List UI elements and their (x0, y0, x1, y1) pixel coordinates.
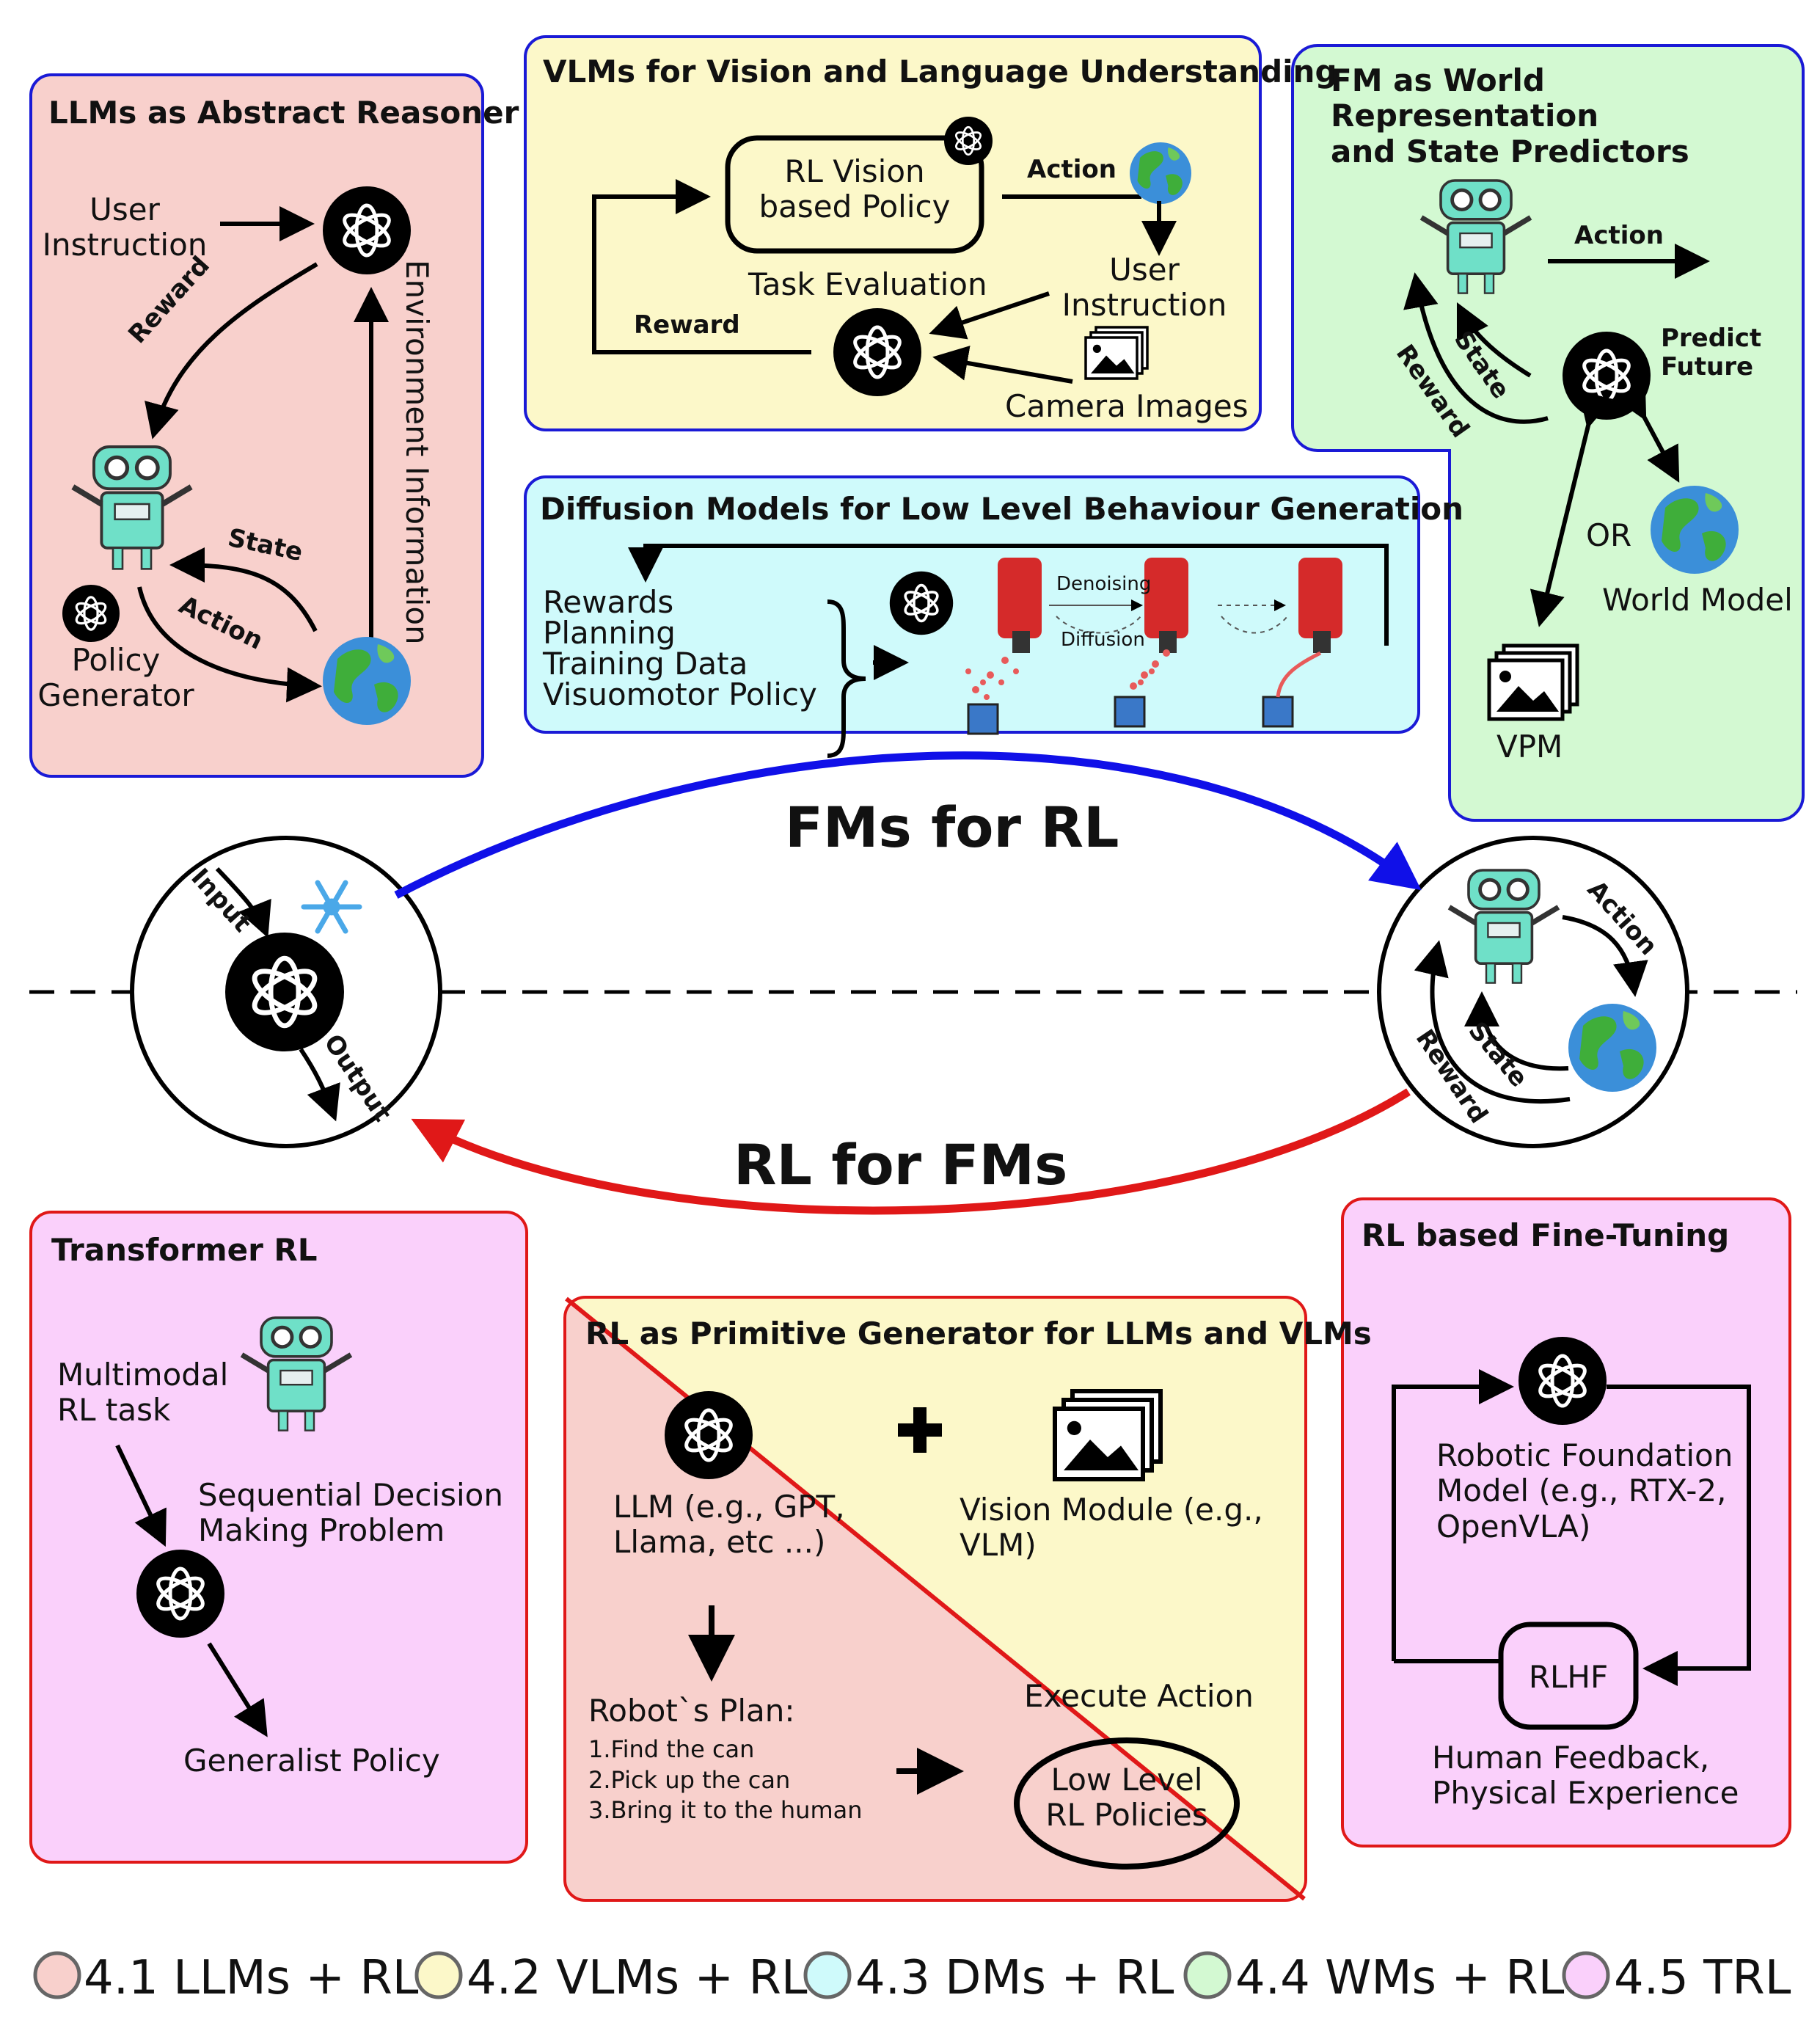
ft-panel-title: RL based Fine-Tuning (1362, 1217, 1730, 1253)
vlm-action-label: Action (1027, 155, 1117, 184)
wm-world-model-label: World Model (1602, 582, 1793, 618)
rl-for-fms-label: RL for FMs (734, 1132, 1068, 1197)
ft-panel (1341, 1197, 1791, 1848)
fms-for-rl-label: FMs for RL (785, 795, 1119, 860)
plus-icon (898, 1407, 942, 1453)
dm-denoising-label: Denoising (1056, 573, 1152, 595)
legend-item-trl: 4.5 TRL (1614, 1951, 1791, 2005)
llm-user-instruction: User Instruction (42, 192, 208, 263)
trl-seq-label: Sequential Decision Making Problem (198, 1477, 503, 1549)
wm-or-label: OR (1586, 517, 1632, 553)
vlm-user-instruction: User Instruction (1061, 252, 1227, 324)
wm-openai-icon (1563, 332, 1651, 420)
vlm-task-eval-label: Task Evaluation (748, 266, 987, 302)
llm-policy-generator: Policy Generator (37, 642, 194, 714)
dm-robot-arm-2 (1114, 558, 1188, 728)
dm-openai-icon (888, 569, 954, 637)
prim-plan-steps: 1.Find the can 2.Pick up the can 3.Bring… (588, 1735, 863, 1825)
snowflake-icon (301, 880, 362, 934)
dm-panel-title: Diffusion Models for Low Level Behaviour… (540, 491, 1464, 527)
prim-vision-label: Vision Module (e.g., VLM) (960, 1492, 1263, 1564)
trl-task-label: Multimodal RL task (57, 1357, 229, 1429)
wm-globe-icon (1651, 486, 1739, 574)
legend-item-dm: 4.3 DMs + RL (855, 1951, 1174, 2005)
legend-item-wm: 4.4 WMs + RL (1235, 1951, 1565, 2005)
llm-panel (29, 73, 484, 778)
vlm-policy-label: RL Vision based Policy (759, 153, 951, 225)
dm-diffusion-label: Diffusion (1061, 629, 1145, 651)
center-globe-icon (1568, 1004, 1656, 1092)
wm-panel-title: FM as World Representation and State Pre… (1331, 62, 1689, 169)
prim-openai-icon (665, 1391, 753, 1479)
dm-robot-arm-1 (965, 558, 1042, 735)
wm-vpm-label: VPM (1496, 729, 1563, 765)
llm-env-info-label: Environment Information (399, 260, 435, 645)
vlm-camera-images-label: Camera Images (1005, 388, 1249, 424)
prim-llm-label: LLM (e.g., GPT, Llama, etc ...) (613, 1489, 845, 1561)
prim-panel-title: RL as Primitive Generator for LLMs and V… (585, 1316, 1372, 1352)
trl-robot-icon (242, 1318, 351, 1431)
prim-execute-label: Execute Action (1024, 1678, 1254, 1714)
vlm-eval-openai-icon (833, 308, 921, 396)
ft-rlhf-label: RLHF (1528, 1659, 1609, 1695)
legend-circles (33, 1951, 1610, 1999)
prim-plan-title: Robot`s Plan: (588, 1693, 795, 1729)
low-level-ellipse (1014, 1737, 1240, 1870)
wm-robot-icon (1422, 180, 1531, 293)
dm-robot-arm-3 (1262, 558, 1342, 728)
center-openai-icon (225, 933, 344, 1051)
vlm-camera-images-icon (1084, 326, 1149, 380)
legend-item-llm: 4.1 LLMs + RL (84, 1951, 419, 2005)
fms-for-rl-arrow (394, 751, 1422, 899)
ft-openai-icon (1519, 1337, 1607, 1425)
vlm-panel-title: VLMs for Vision and Language Understandi… (543, 54, 1337, 90)
ft-feedback-label: Human Feedback, Physical Experience (1432, 1740, 1739, 1812)
rlhf-box (1498, 1622, 1639, 1730)
wm-vpm-images-icon (1489, 646, 1577, 719)
rl-for-fms-arrow (411, 1088, 1411, 1215)
wm-action-label: Action (1574, 221, 1664, 250)
vlm-globe-icon (1130, 142, 1191, 204)
wm-predict-future-label: Predict Future (1661, 324, 1762, 382)
vlm-policy-box (725, 135, 984, 254)
llm-policy-openai-icon (61, 583, 121, 643)
legend-item-vlm: 4.2 VLMs + RL (467, 1951, 808, 2005)
trl-policy-label: Generalist Policy (183, 1743, 440, 1779)
dm-items-label: Rewards Planning Training Data Visuomoto… (543, 584, 817, 712)
ft-model-label: Robotic Foundation Model (e.g., RTX-2, O… (1436, 1437, 1733, 1544)
trl-panel-title: Transformer RL (51, 1232, 318, 1268)
prim-vision-images-icon (1055, 1391, 1161, 1479)
llm-openai-icon (323, 186, 411, 274)
llm-panel-title: LLMs as Abstract Reasoner (48, 95, 519, 131)
llm-robot-icon (73, 447, 191, 569)
prim-low-level-label: Low Level RL Policies (1045, 1762, 1208, 1834)
vlm-reward-label: Reward (634, 310, 740, 340)
llm-globe-icon (323, 637, 411, 725)
trl-openai-icon (136, 1550, 224, 1638)
